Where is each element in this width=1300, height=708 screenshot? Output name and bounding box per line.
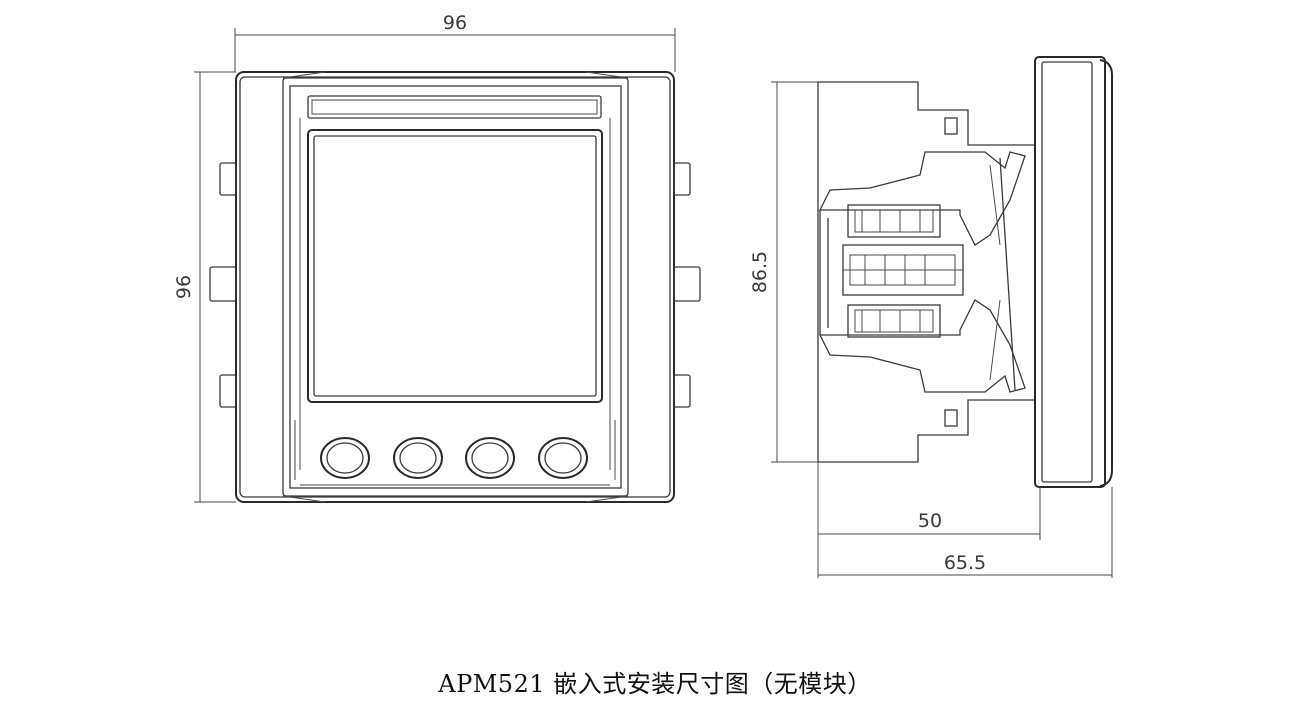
side-terminal-block-middle (842, 244, 964, 296)
side-terminal-block-bottom (847, 304, 941, 338)
front-button (320, 437, 370, 479)
side-height-label: 86.5 (749, 251, 771, 293)
front-view: 96 96 (173, 12, 701, 503)
front-right-clips (673, 162, 701, 408)
front-buttons (320, 437, 588, 479)
front-bezel-inner (239, 76, 671, 498)
front-button (465, 437, 515, 479)
front-height-dimension: 96 (173, 71, 236, 503)
side-view: 86.5 (749, 56, 1113, 578)
figure-caption: APM521 嵌入式安装尺寸图（无模块） (438, 670, 872, 698)
side-depth-dimension: 50 65.5 (817, 462, 1113, 578)
front-button (393, 437, 443, 479)
side-front-bezel (1034, 56, 1106, 488)
front-display-window (307, 129, 603, 403)
front-height-label: 96 (173, 275, 195, 299)
front-width-dimension: 96 (234, 12, 676, 72)
front-button (538, 437, 588, 479)
side-total-depth-label: 65.5 (944, 552, 986, 574)
front-width-label: 96 (443, 12, 467, 34)
front-left-clips (209, 162, 237, 408)
front-display-screen (313, 135, 597, 397)
front-inner-frame (282, 77, 629, 497)
side-depth-label: 50 (918, 510, 942, 532)
side-terminal-block-top (847, 204, 941, 238)
side-mounting-clip (818, 151, 1026, 393)
front-label-strip (307, 95, 602, 119)
front-inner-frame-2 (289, 85, 622, 489)
side-height-dimension: 86.5 (749, 81, 818, 463)
